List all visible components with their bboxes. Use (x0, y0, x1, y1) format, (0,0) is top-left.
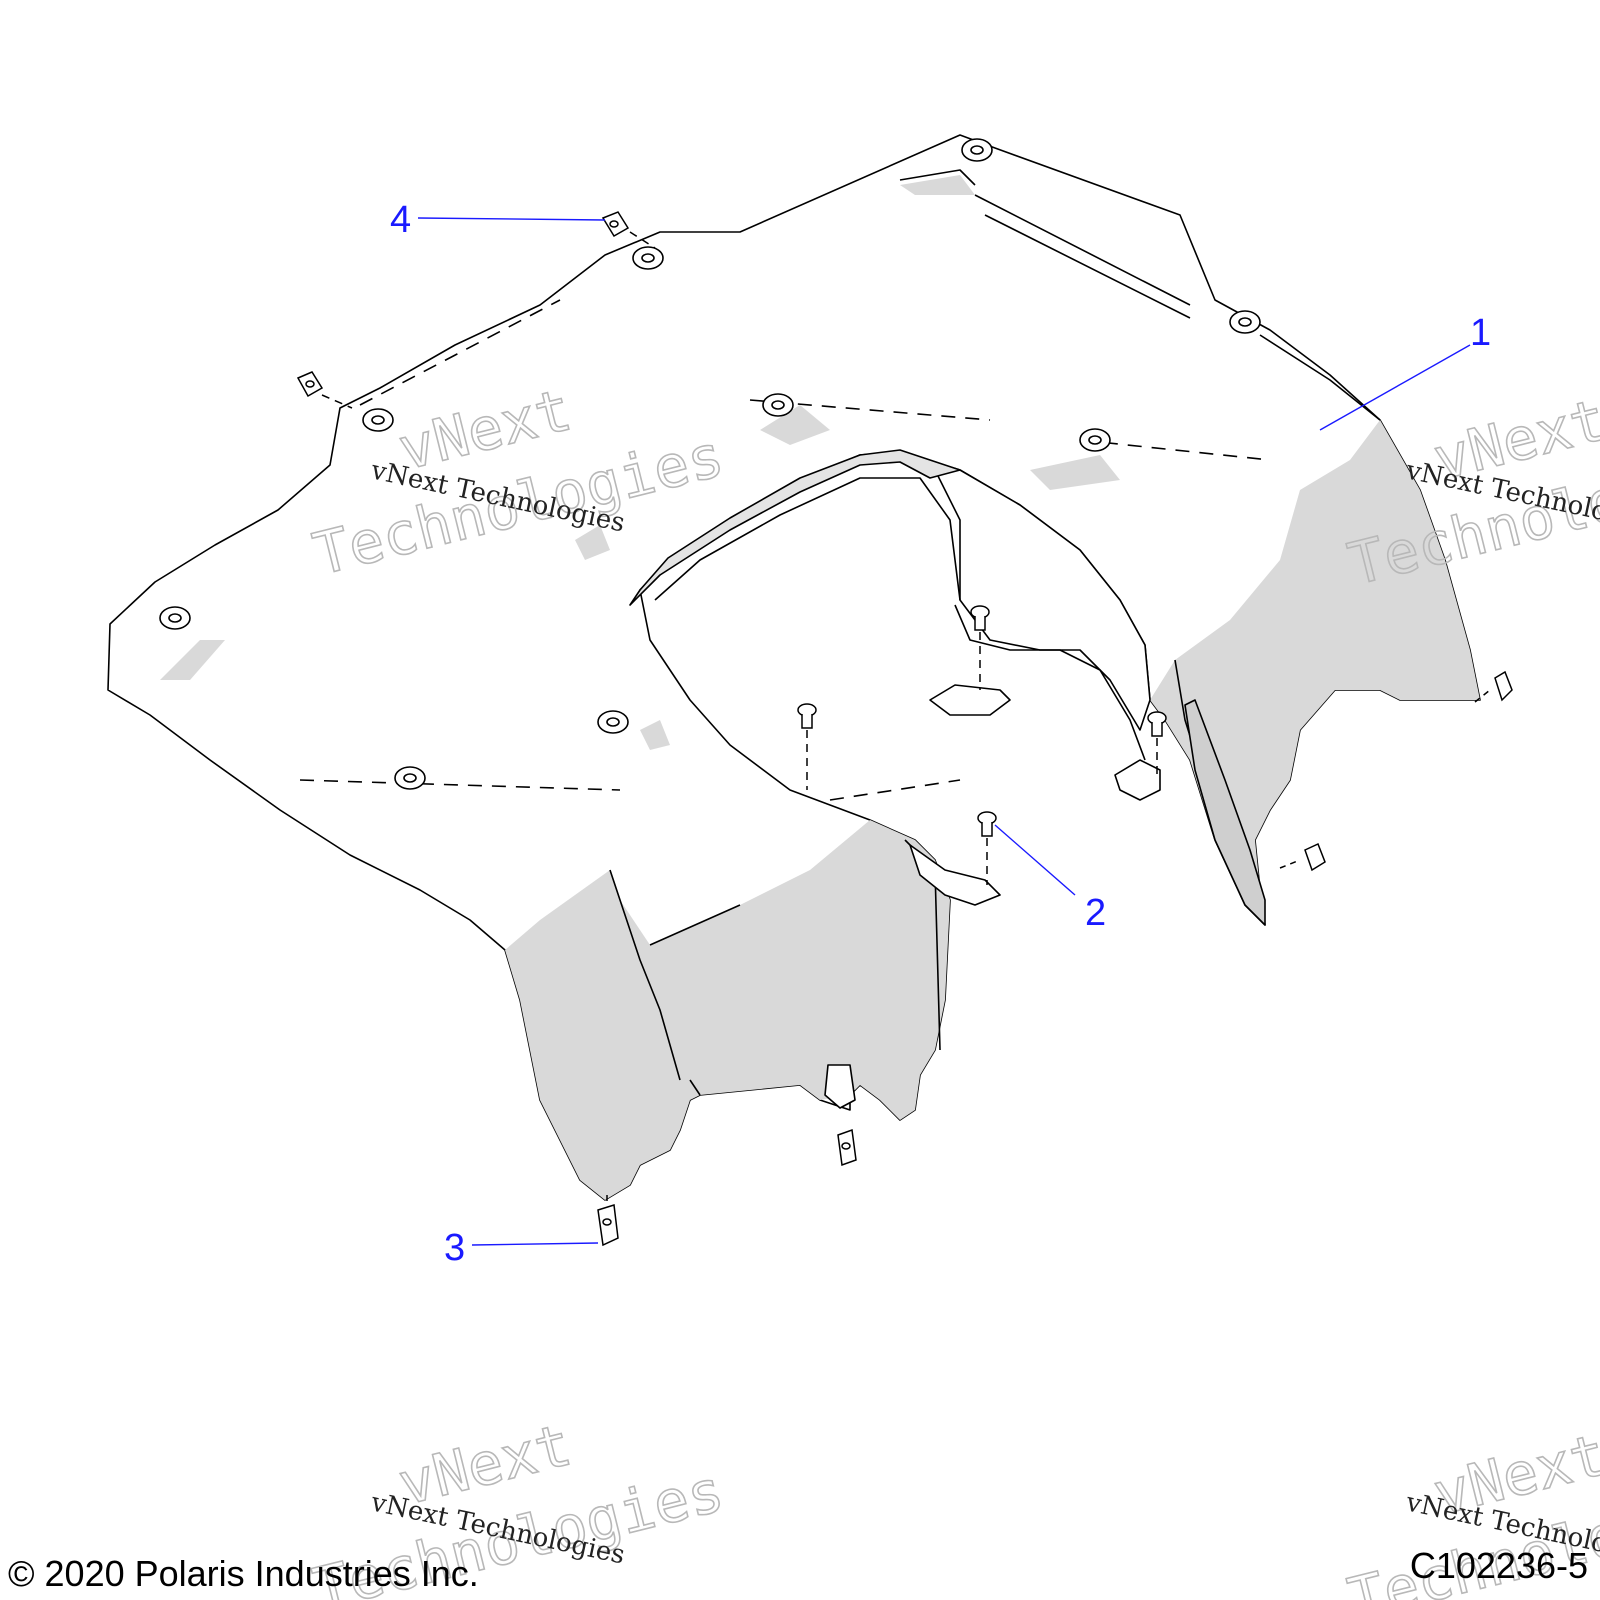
bracket-tab-center (909, 844, 1001, 906)
hole (762, 393, 794, 417)
leader-3 (471, 1242, 599, 1246)
clip-nut (597, 1195, 619, 1247)
rear-top-strip (899, 169, 1191, 319)
leader-2 (994, 824, 1076, 896)
figure-id: C102236-5 (1410, 1545, 1588, 1586)
push-rivet (1147, 711, 1167, 780)
mounting-holes (159, 138, 1261, 790)
bracket-tab-bottom (824, 1064, 856, 1109)
push-rivet (977, 811, 997, 885)
bracket-tab-right (1114, 759, 1161, 801)
push-rivet (970, 605, 990, 690)
callout-4: 4 (390, 199, 411, 241)
left-side-panel (505, 820, 950, 1200)
clip-nut (1279, 842, 1326, 872)
clip-nuts (296, 211, 1513, 1247)
hole (362, 408, 394, 432)
opening-rim (629, 449, 961, 606)
recess-5 (640, 720, 670, 750)
bracket-tab-left (929, 684, 1011, 716)
recess-3 (1030, 455, 1120, 490)
clip-nut (296, 371, 353, 409)
clip-nut (601, 211, 656, 249)
clip-nut (837, 1128, 857, 1167)
rear-fender-body (107, 134, 1481, 1201)
hole (632, 246, 664, 270)
leader-4 (417, 217, 606, 221)
callout-1: 1 (1470, 312, 1491, 354)
copyright-text: © 2020 Polaris Industries Inc. (8, 1553, 479, 1594)
push-rivet (797, 703, 817, 790)
left-side-panel-edges (609, 839, 941, 1096)
callout-numbers: 1 2 3 4 (390, 199, 1491, 1269)
recess-1 (160, 640, 225, 680)
push-rivets (797, 605, 1167, 885)
rear-top-shade (900, 175, 975, 195)
crease-lines (299, 299, 1271, 801)
hole (1229, 310, 1261, 334)
hole (961, 138, 993, 162)
callout-2: 2 (1085, 892, 1106, 934)
callout-leaders (417, 217, 1471, 1246)
rear-flap (1184, 699, 1266, 926)
leader-1 (1319, 344, 1471, 431)
hole (394, 766, 426, 790)
callout-3: 3 (444, 1227, 465, 1269)
hole (159, 606, 191, 630)
opening-inner-edge (654, 477, 1146, 761)
hole (597, 710, 629, 734)
recess-2 (760, 405, 830, 445)
recess-4 (575, 525, 610, 560)
hole (1079, 428, 1111, 452)
clip-nut (1474, 670, 1513, 703)
